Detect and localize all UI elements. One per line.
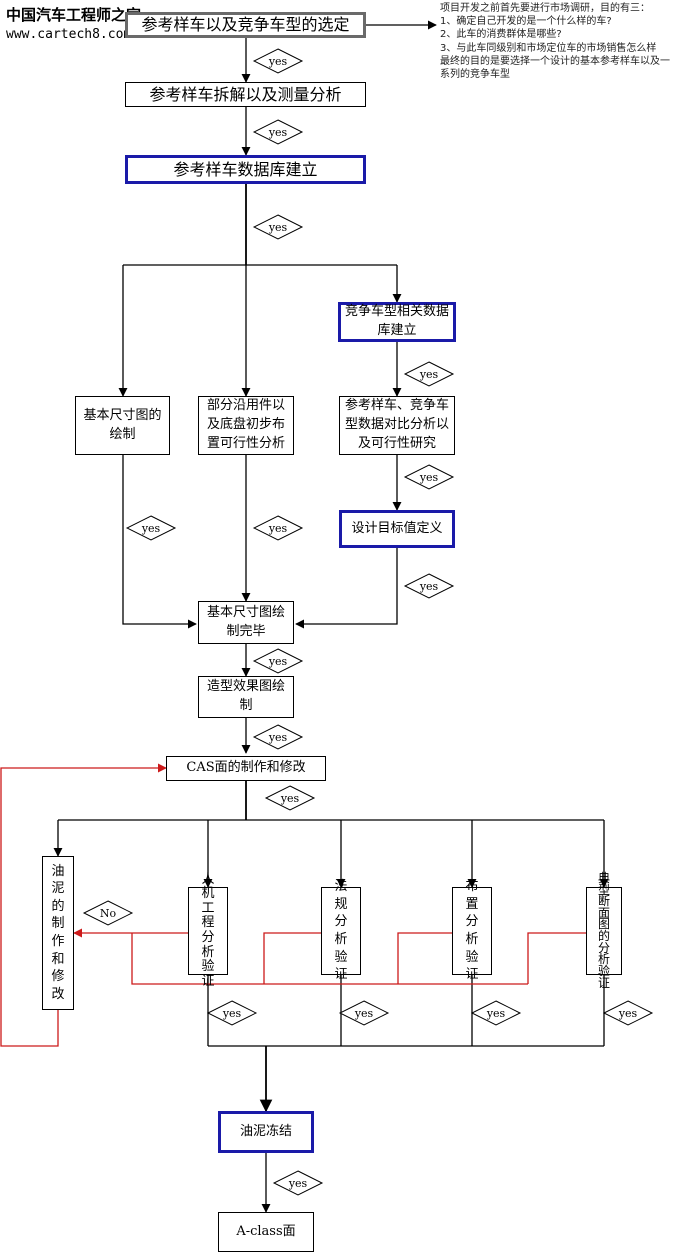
note-line: 3、与此车同级别和市场定位车的市场销售怎么样: [440, 42, 657, 54]
feedback-section: [527, 932, 586, 984]
decision-yes-label: yes: [280, 792, 300, 805]
step-dimension-drawing-complete: 基本尺寸图绘 制完毕: [198, 601, 294, 644]
decision-diamond: [403, 464, 455, 490]
step-carryover-chassis-feasibility: 部分沿用件以 及底盘初步布 置可行性分析: [198, 396, 294, 455]
step-layout-validation: 布 置 分 析 验 证: [452, 879, 492, 982]
decision-yes-label: yes: [486, 1007, 506, 1020]
decision-yes-label: yes: [268, 55, 288, 68]
watermark-url: www.cartech8.com: [6, 27, 132, 42]
step-styling-rendering: 造型效果图绘 制: [198, 676, 294, 718]
step-label: 参考样车、竞争车 型数据对比分析以 及可行性研究: [344, 398, 449, 451]
step-ergonomics-validation: 人 机 工 程 分 析 验 证: [188, 872, 228, 988]
step-label: A-class面: [236, 1223, 296, 1239]
decision-yes-label: yes: [268, 221, 288, 234]
arrow-b8-b9: [295, 548, 398, 629]
step-label: 参考样车以及竞争车型的选定: [141, 15, 350, 35]
step-data-comparison-feasibility: 参考样车、竞争车 型数据对比分析以 及可行性研究: [339, 396, 455, 455]
decision-diamond: [264, 785, 316, 811]
watermark: 中国汽车工程师之家 www.cartech8.com: [6, 4, 141, 42]
step-reference-database: 参考样车数据库建立: [125, 155, 366, 184]
step-label: CAS面的制作和修改: [186, 760, 306, 776]
decision-yes-label: yes: [268, 731, 288, 744]
decision-diamond: [206, 1000, 258, 1026]
note-line: 最终的目的是要选择一个设计的基本参考样车以及一: [440, 55, 670, 67]
decision-diamond: [125, 515, 177, 541]
step-teardown-measure: 参考样车拆解以及测量分析: [125, 82, 366, 107]
decision-diamond: [272, 1170, 324, 1196]
step-basic-dimension-drawing: 基本尺寸图的 绘制: [75, 396, 170, 455]
step-label: 基本尺寸图的 绘制: [83, 407, 162, 442]
step-section-validation: 典 型 断 面 图 的 分 析 验 证: [586, 872, 622, 989]
note-line: 2、此车的消费群体是哪些?: [440, 29, 562, 41]
step-competitor-database: 竞争车型相关数据 库建立: [338, 302, 456, 342]
step-label: 典 型 断 面 图 的 分 析 验 证: [597, 870, 610, 990]
decision-yes-label: yes: [141, 522, 161, 535]
decision-diamond: [82, 900, 134, 926]
step-label: 造型效果图绘 制: [206, 679, 285, 713]
decision-yes-label: yes: [354, 1007, 374, 1020]
feedback-legal: [263, 932, 321, 984]
step-label: 竞争车型相关数据 库建立: [344, 304, 449, 338]
feedback-to-cas: [0, 763, 167, 1047]
feedback-layout: [397, 932, 452, 984]
decision-diamond: [252, 648, 304, 674]
step-label: 部分沿用件以 及底盘初步布 置可行性分析: [206, 398, 285, 451]
decision-diamond: [252, 214, 304, 240]
note-line: 系列的竞争车型: [440, 68, 510, 80]
step-clay-model: 油 泥 的 制 作 和 修 改: [42, 856, 74, 1010]
decision-yes-label: yes: [618, 1007, 638, 1020]
decision-diamond: [602, 1000, 654, 1026]
step-label: 设计目标值定义: [351, 520, 443, 536]
step-label: 油 泥 的 制 作 和 修 改: [51, 863, 65, 1002]
decision-diamond: [252, 119, 304, 145]
step-label: 油泥冻结: [239, 1123, 292, 1139]
decision-diamond: [252, 48, 304, 74]
decision-diamond: [252, 515, 304, 541]
step-target-definition: 设计目标值定义: [339, 510, 455, 548]
step-select-reference-car: 参考样车以及竞争车型的选定: [125, 12, 366, 38]
decision-yes-label: yes: [288, 1177, 308, 1190]
step-label: 法 规 分 析 验 证: [334, 879, 348, 983]
note-line: 1、确定自己开发的是一个什么样的车?: [440, 16, 612, 28]
decision-diamond: [403, 573, 455, 599]
step-regulation-validation: 法 规 分 析 验 证: [321, 879, 361, 982]
decision-yes-label: yes: [268, 522, 288, 535]
feedback-collector: [131, 933, 528, 985]
step-label: 参考样车数据库建立: [173, 159, 318, 179]
decision-yes-label: yes: [268, 655, 288, 668]
step-a-class-surface: A-class面: [218, 1212, 314, 1252]
step-label: 基本尺寸图绘 制完毕: [206, 604, 285, 639]
decision-yes-label: yes: [268, 126, 288, 139]
market-research-note: 项目开发之前首先要进行市场调研，目的有三： 1、确定自己开发的是一个什么样的车?…: [440, 2, 684, 81]
step-label: 参考样车拆解以及测量分析: [149, 84, 342, 104]
step-clay-freeze: 油泥冻结: [218, 1111, 314, 1153]
decision-yes-label: yes: [419, 580, 439, 593]
decision-diamond: [252, 724, 304, 750]
watermark-cn: 中国汽车工程师之家: [6, 6, 142, 24]
decision-no-label: No: [100, 907, 117, 920]
decision-yes-label: yes: [222, 1007, 242, 1020]
step-label: 人 机 工 程 分 析 验 证: [201, 871, 215, 989]
decision-diamond: [338, 1000, 390, 1026]
decision-diamond: [403, 361, 455, 387]
decision-diamond: [470, 1000, 522, 1026]
step-cas-surface: CAS面的制作和修改: [166, 756, 326, 781]
arrow-b5-b9: [122, 455, 197, 629]
note-line: 项目开发之前首先要进行市场调研，目的有三：: [440, 3, 650, 14]
step-label: 布 置 分 析 验 证: [465, 879, 479, 983]
decision-yes-label: yes: [419, 368, 439, 381]
decision-yes-label: yes: [419, 471, 439, 484]
